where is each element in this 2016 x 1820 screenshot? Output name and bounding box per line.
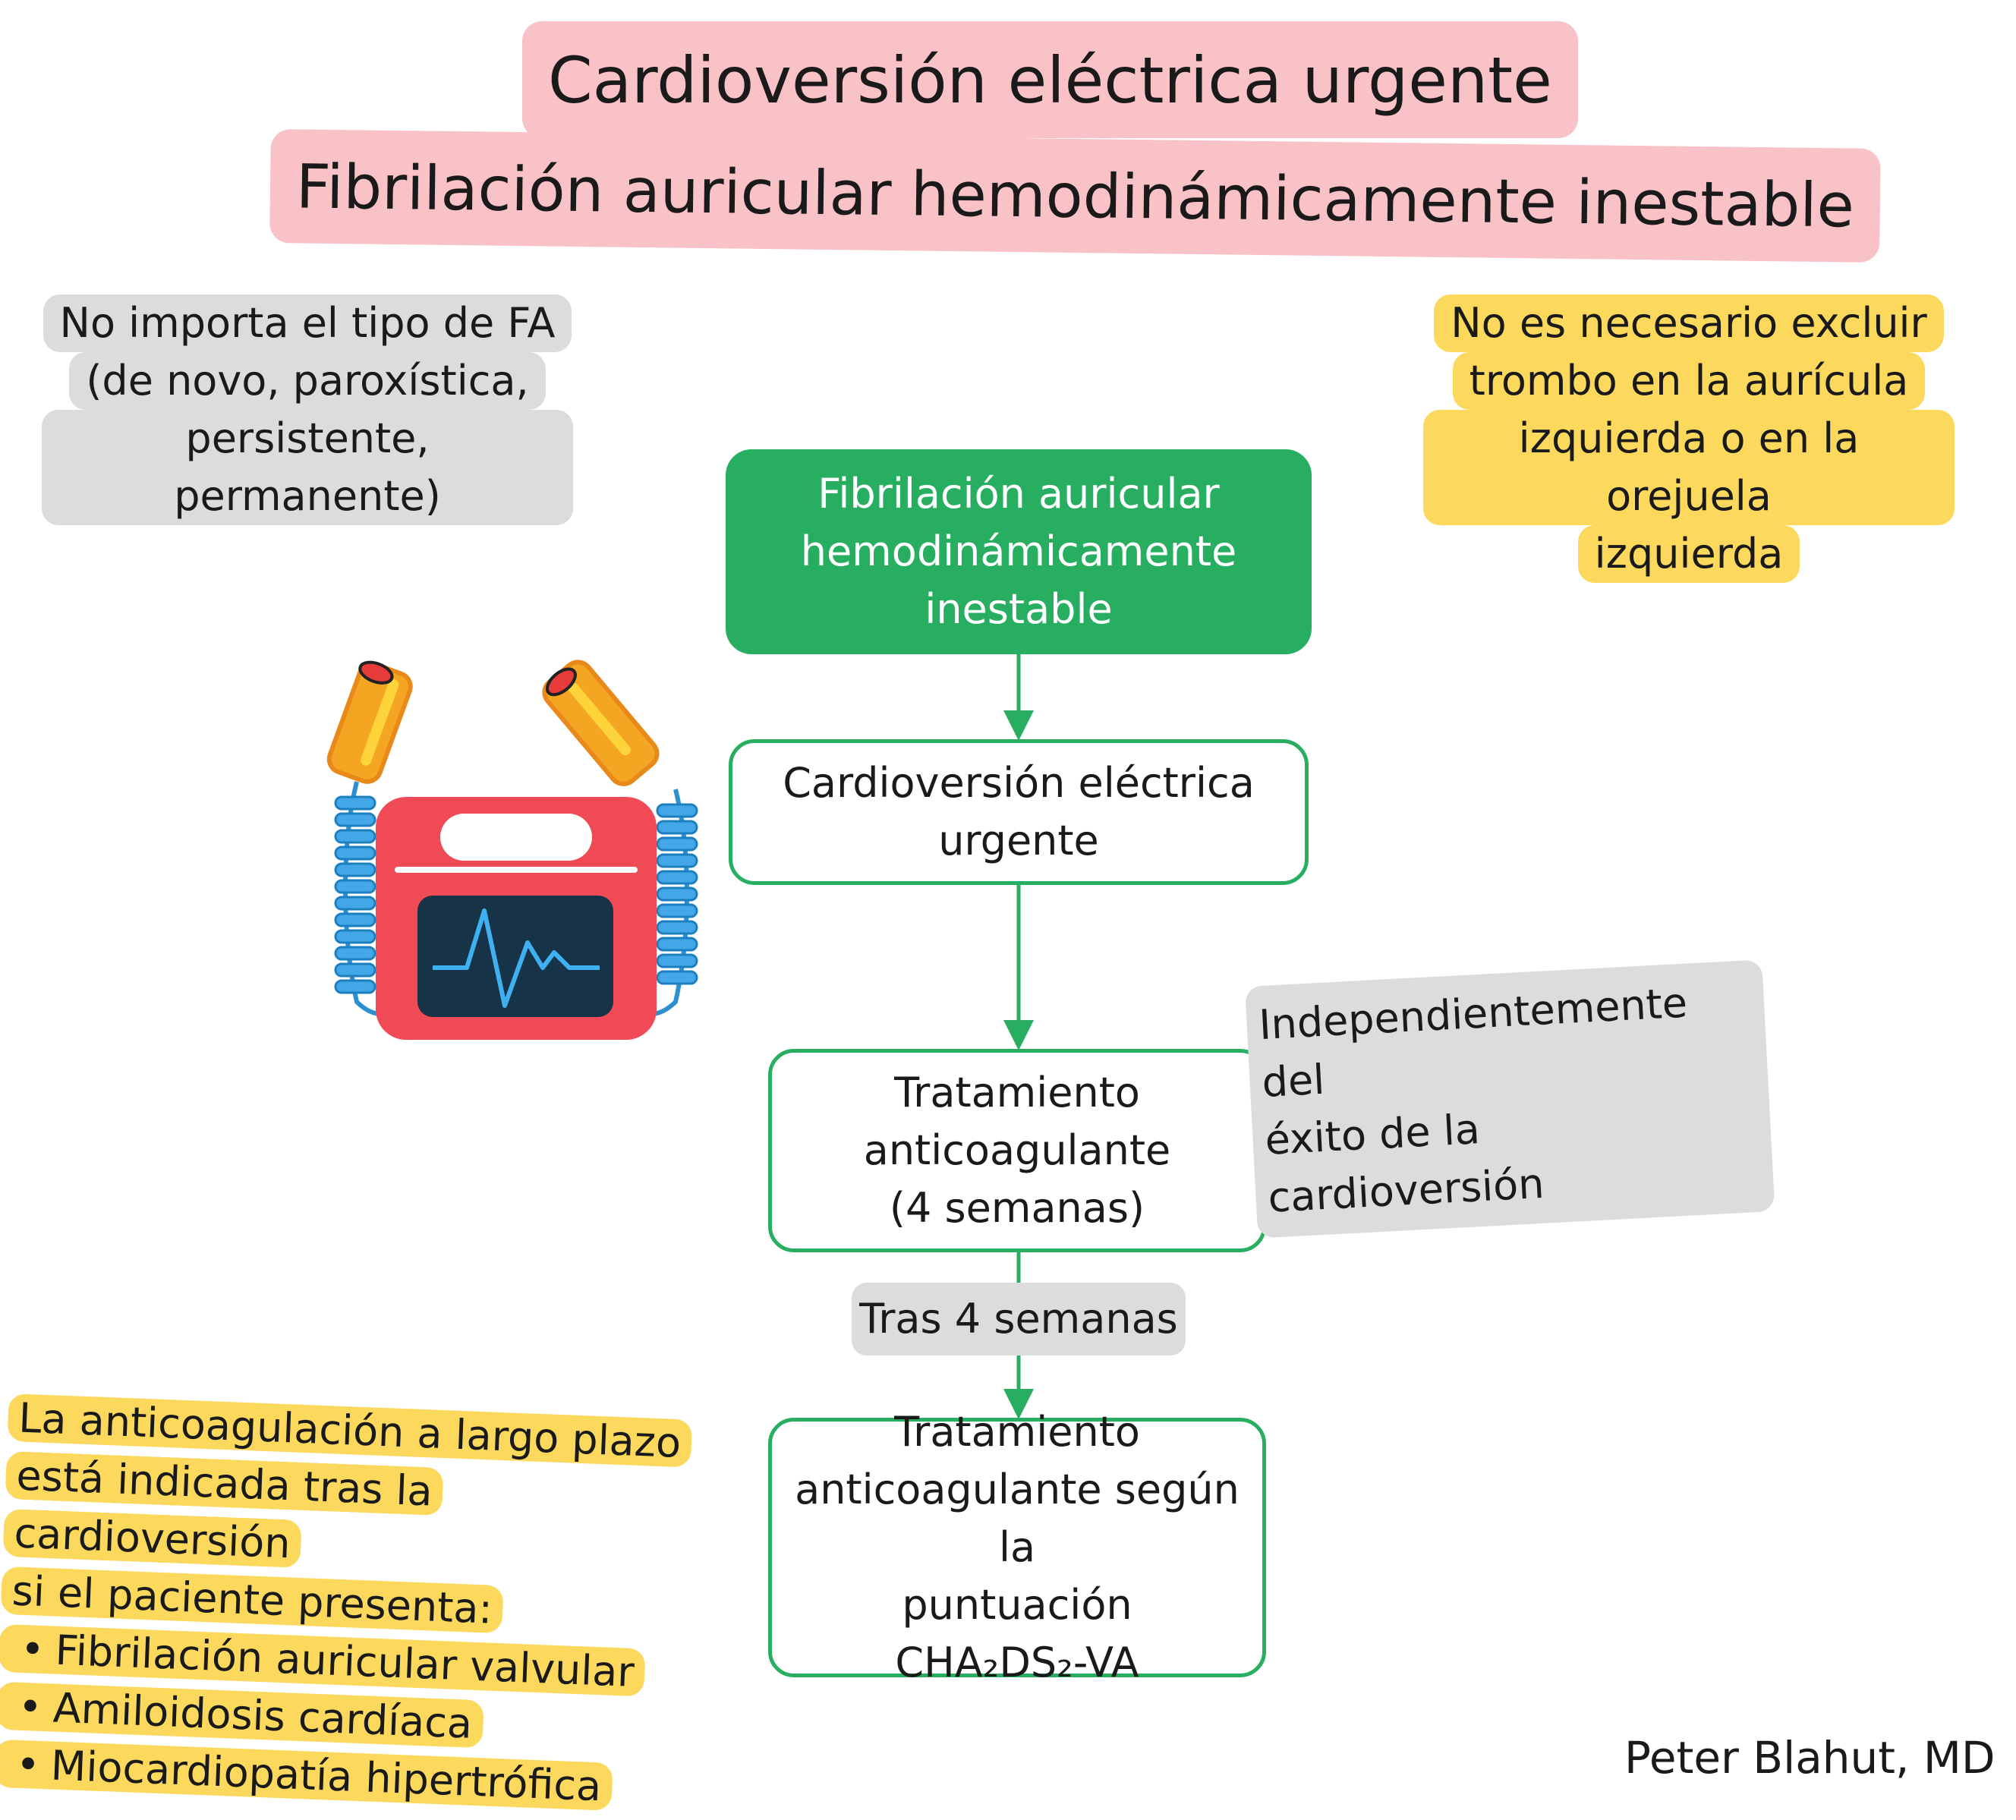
- bullet-text: Amiloidosis cardíaca: [52, 1683, 474, 1748]
- note-line: No importa el tipo de FA: [43, 294, 572, 352]
- note-line: izquierda: [1577, 525, 1800, 583]
- note-line: está indicada tras la cardioversión: [2, 1450, 444, 1568]
- flow-step-anticoag-score: Tratamiento anticoagulante según la punt…: [768, 1408, 1266, 1686]
- box-line: Tratamiento: [894, 1408, 1140, 1456]
- box-line: puntuación: [902, 1581, 1132, 1629]
- box-line: Cardioversión eléctrica: [783, 759, 1255, 807]
- tag-after-4-weeks: Tras 4 semanas: [852, 1283, 1186, 1356]
- title-main: Cardioversión eléctrica urgente: [522, 21, 1578, 138]
- note-thrombus: No es necesario excluir trombo en la aur…: [1423, 294, 1955, 583]
- bullet-icon: •: [14, 1740, 42, 1789]
- box-line: anticoagulante: [863, 1126, 1171, 1174]
- box-line: Tratamiento: [894, 1069, 1140, 1116]
- flow-step-unstable-af: Fibrilación auricular hemodinámicamente …: [726, 449, 1312, 654]
- box-line: (4 semanas): [889, 1184, 1145, 1232]
- note-line: izquierda o en la orejuela: [1423, 410, 1955, 525]
- note-longterm-anticoag: La anticoagulación a largo plazo está in…: [0, 1389, 729, 1820]
- note-line: No es necesario excluir: [1434, 294, 1944, 352]
- box-line: hemodinámicamente: [800, 527, 1237, 575]
- flow-step-anticoag-4w: Tratamiento anticoagulante (4 semanas): [768, 1049, 1266, 1252]
- defibrillator-icon: [326, 660, 698, 1040]
- box-line: urgente: [938, 817, 1099, 864]
- box-line: inestable: [925, 585, 1113, 633]
- author-credit: Peter Blahut, MD: [1624, 1732, 1996, 1784]
- note-line: trombo en la aurícula: [1452, 352, 1926, 410]
- box-line: anticoagulante según la: [795, 1466, 1240, 1571]
- note-line: (de novo, paroxística,: [69, 352, 546, 410]
- note-fa-type: No importa el tipo de FA (de novo, parox…: [42, 294, 573, 525]
- flow-step-cardioversion: Cardioversión eléctrica urgente: [729, 739, 1309, 885]
- tag-independent-success: Independientemente del éxito de la cardi…: [1245, 959, 1775, 1239]
- bullet-icon: •: [19, 1624, 46, 1674]
- box-line: CHA₂DS₂-VA: [895, 1639, 1139, 1686]
- box-line: Fibrilación auricular: [817, 470, 1220, 518]
- bullet-icon: •: [17, 1682, 44, 1731]
- note-line: persistente, permanente): [42, 410, 573, 525]
